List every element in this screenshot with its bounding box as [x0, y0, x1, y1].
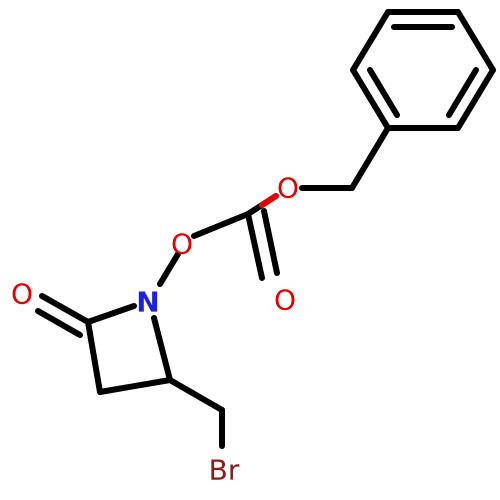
bond-carbonate-linker — [191, 211, 251, 239]
bond-carbonylc-ch2 — [85, 319, 103, 395]
bond-ring-inner-2 — [446, 67, 479, 118]
bond-ring-ch2 — [349, 125, 391, 191]
atom-carbonyl-o: O — [11, 278, 33, 311]
bond-carbonyl-b — [261, 208, 280, 276]
bond-ring-2 — [455, 9, 496, 73]
bond-ring-3 — [455, 67, 496, 131]
bond-ch-ch2br — [167, 377, 225, 413]
bond-n-carbonylc — [85, 303, 137, 325]
atom-bromine: Br — [209, 454, 240, 487]
bond-carbonyl-a — [245, 211, 265, 281]
bond-linker-n — [157, 251, 181, 287]
bond-ch-n — [151, 315, 173, 383]
atom-ring-n: N — [136, 286, 159, 319]
bond-o-carbonate-red — [259, 193, 279, 208]
bond-ring-5 — [350, 67, 391, 131]
benzene-ring — [350, 9, 496, 131]
bond-ch2-ch — [97, 377, 173, 395]
atom-linker-o: O — [171, 228, 193, 261]
bond-ring-inner-3 — [367, 67, 400, 118]
bond-ring-co-a — [39, 293, 91, 325]
atom-ester-o: O — [277, 172, 299, 205]
bond-ring-co-b — [35, 308, 83, 338]
bond-ring-6 — [350, 9, 391, 73]
atom-carbonate-double-o: O — [274, 284, 296, 317]
